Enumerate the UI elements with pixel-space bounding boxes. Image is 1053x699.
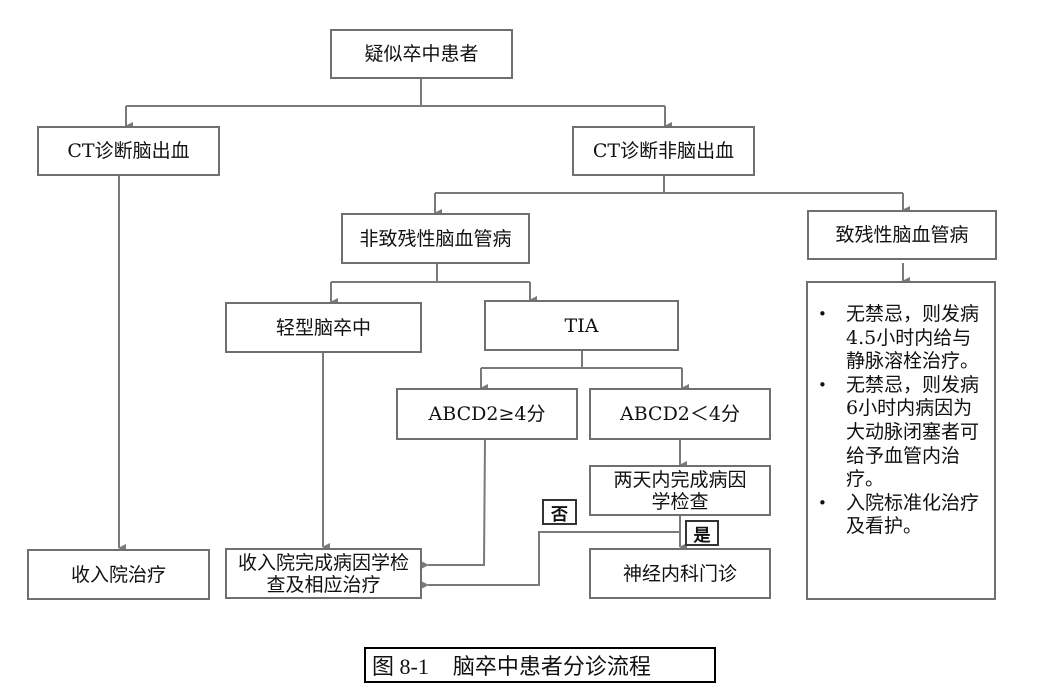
bullet-icon: •: [818, 375, 827, 394]
action-item: • 无禁忌，则发病4.5小时内给与静脉溶栓治疗。: [816, 303, 982, 374]
node-suspected-stroke: 疑似卒中患者: [330, 29, 513, 79]
action-item: • 入院标准化治疗及看护。: [816, 492, 982, 539]
figure-caption: 图 8-1 脑卒中患者分诊流程: [364, 647, 716, 683]
disabling-actions-list: • 无禁忌，则发病4.5小时内给与静脉溶栓治疗。 • 无禁忌，则发病6小时内病因为大…: [806, 281, 996, 600]
node-abcd2-low: ABCD2＜4分: [589, 388, 771, 440]
connector: [421, 531, 680, 589]
figure-number: 图 8-1: [372, 654, 429, 679]
node-admit-treat: 收入院治疗: [27, 549, 210, 600]
node-two-day-workup: 两天内完成病因学检查: [589, 465, 771, 516]
node-non-disabling: 非致残性脑血管病: [341, 213, 530, 264]
action-text: 无禁忌，则发病4.5小时内给与静脉溶栓治疗。: [846, 303, 980, 373]
action-text: 无禁忌，则发病6小时内病因为大动脉闭塞者可给予血管内治疗。: [846, 373, 980, 491]
node-minor-stroke: 轻型脑卒中: [225, 302, 422, 353]
label-yes: 是: [685, 520, 719, 546]
bullet-icon: •: [818, 305, 827, 323]
node-ct-hemorrhage: CT诊断脑出血: [37, 126, 220, 176]
figure-title: 脑卒中患者分诊流程: [452, 654, 651, 679]
node-tia: TIA: [484, 300, 679, 351]
node-ct-non-hemorrhage: CT诊断非脑出血: [572, 126, 755, 176]
node-abcd2-high: ABCD2≥4分: [396, 388, 578, 440]
node-disabling: 致残性脑血管病: [807, 210, 997, 260]
connector: [421, 439, 486, 569]
node-neuro-clinic: 神经内科门诊: [589, 548, 771, 599]
label-no: 否: [542, 499, 577, 525]
node-admit-workup: 收入院完成病因学检查及相应治疗: [225, 548, 422, 599]
bullet-icon: •: [818, 493, 827, 512]
action-item: • 无禁忌，则发病6小时内病因为大动脉闭塞者可给予血管内治疗。: [816, 374, 982, 492]
action-text: 入院标准化治疗及看护。: [846, 491, 980, 538]
